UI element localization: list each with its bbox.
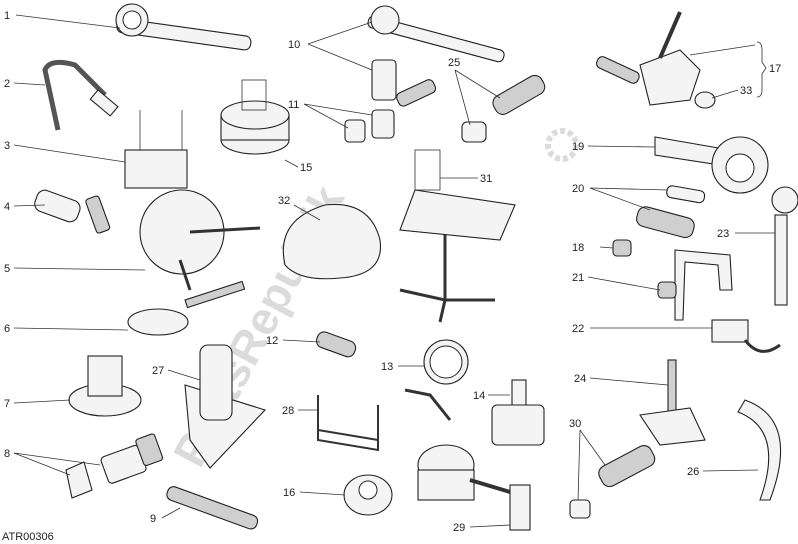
tool-18-nut [612,239,632,257]
leader-lines [13,14,775,528]
tool-4-puller [34,189,111,234]
tool-9-driver [166,486,259,530]
label-13: 13 [381,361,393,373]
label-31: 31 [480,173,492,185]
label-3: 3 [4,140,10,152]
tool-24-lever [639,359,706,446]
label-23: 23 [717,228,729,240]
tool-19-ring [654,136,769,194]
tool-23-bore-gauge [771,186,798,306]
label-8: 8 [4,448,10,460]
label-33: 33 [740,85,752,97]
label-18: 18 [572,242,584,254]
label-6: 6 [4,323,10,335]
label-28: 28 [282,405,294,417]
tool-3-bracket [124,110,188,189]
label-1: 1 [4,10,10,22]
tool-16-nut [343,474,393,516]
label-7: 7 [4,398,10,410]
label-26: 26 [687,466,699,478]
label-19: 19 [572,141,584,153]
label-2: 2 [4,78,10,90]
tool-20-pins [636,185,706,239]
label-29: 29 [453,522,465,534]
tool-28-frame [317,395,379,452]
label-9: 9 [150,513,156,525]
tool-17-tool [596,11,701,106]
label-32: 32 [278,195,290,207]
gear-watermark-icon [545,128,579,162]
tool-13-dial-gauge [404,339,469,421]
label-15: 15 [300,162,312,174]
tool-26-arc [737,399,782,501]
tool-10-wrench-socket [367,5,505,101]
tool-25-sockets [461,74,546,143]
label-25: 25 [448,57,460,69]
tool-5-degree-wheel [139,189,261,291]
tool-6-strap-wrench [127,280,246,336]
label-21: 21 [572,272,584,284]
tool-33-plate [694,91,716,109]
label-27: 27 [152,365,164,377]
label-5: 5 [4,263,10,275]
tool-30-sockets [569,445,656,519]
label-10: 10 [288,39,300,51]
label-12: 12 [266,335,278,347]
tool-14-holder [491,379,545,446]
label-4: 4 [4,201,10,213]
reference-labels: 1 2 3 4 5 6 7 8 9 10 11 12 13 14 15 16 1… [2,10,781,543]
label-20: 20 [572,183,584,195]
tool-31-stand [399,149,516,323]
tool-12-pin [315,331,357,358]
label-24: 24 [574,373,586,385]
tool-21-bracket [657,249,733,321]
tool-27-stand [184,344,267,469]
tool-29-tool [417,444,531,531]
tool-15-cup [220,79,290,155]
label-14: 14 [473,390,485,402]
tool-2-hook [42,59,119,131]
label-22: 22 [572,323,584,335]
diagram-code: ATR00306 [2,531,54,543]
tool-8-bushes [65,433,164,499]
tool-1-wrench [115,3,252,51]
label-16: 16 [283,487,295,499]
tool-11-sockets [344,79,437,143]
tool-7-base [68,355,142,417]
tool-22-fixture [711,319,781,353]
label-11: 11 [288,99,299,111]
label-30: 30 [569,418,581,430]
label-17: 17 [769,63,781,75]
tool-32-cover [282,203,382,280]
